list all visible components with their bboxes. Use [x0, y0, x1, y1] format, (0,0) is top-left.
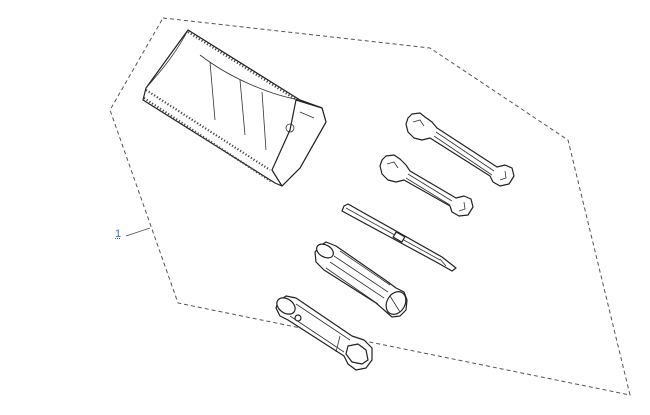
- tool-pouch-icon: [142, 29, 327, 187]
- callout-label-1[interactable]: 1: [115, 228, 122, 240]
- open-end-wrench-icon-upper: [405, 112, 515, 187]
- screwdriver-shaft-icon: [341, 203, 457, 272]
- kit-boundary-outline: [109, 17, 631, 396]
- spark-plug-wrench-icon: [275, 295, 373, 371]
- screwdriver-handle-icon: [314, 241, 408, 318]
- open-end-wrench-icon-lower: [379, 154, 474, 217]
- callout-leader-line: [125, 227, 151, 237]
